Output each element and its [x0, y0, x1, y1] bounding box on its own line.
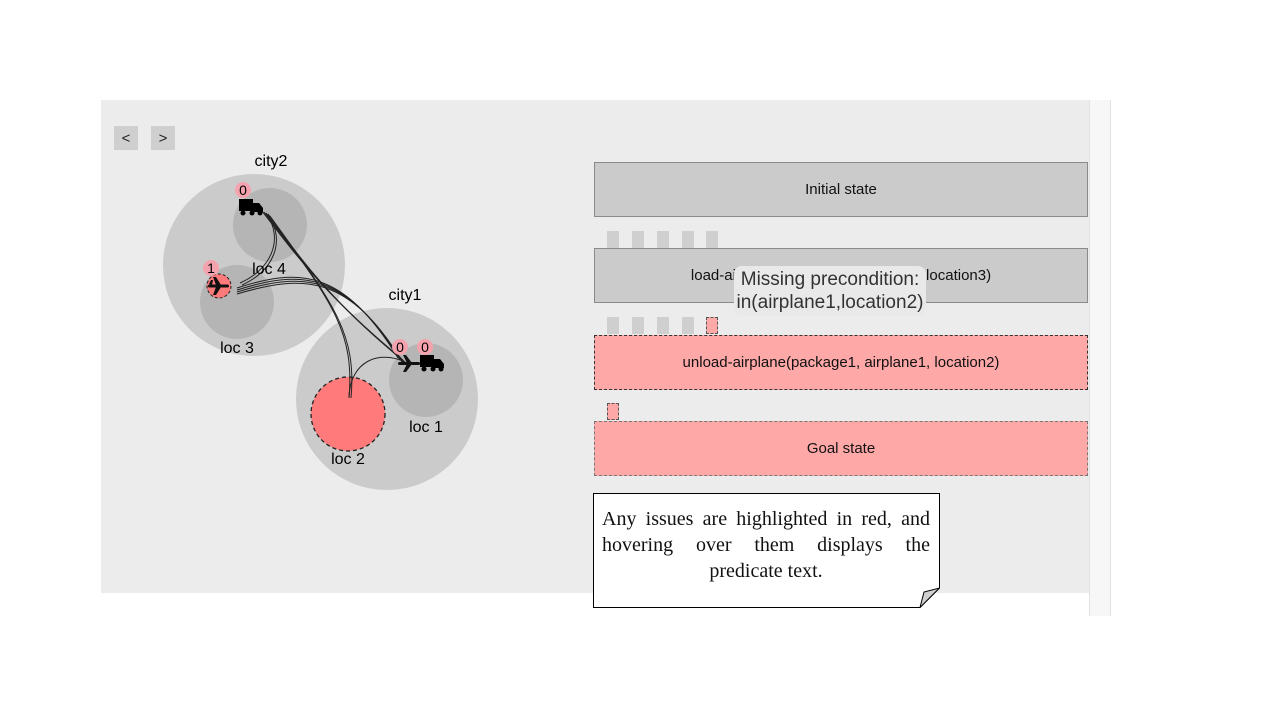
- count-badge: [417, 339, 433, 355]
- initial-state-box[interactable]: Initial state: [594, 162, 1088, 217]
- airplane-icon: [398, 355, 420, 372]
- location-label: loc 3: [220, 340, 254, 357]
- movement-paths: [236, 210, 408, 399]
- location-label: loc 1: [409, 419, 443, 436]
- truck-icon: [420, 355, 444, 372]
- state-label: Initial state: [805, 181, 877, 198]
- missing-predicate-connector[interactable]: [607, 403, 619, 420]
- count-truck-loc4: 0: [239, 182, 247, 198]
- count-badge: [235, 182, 251, 198]
- count-badge: [392, 339, 408, 355]
- annotation-note: [593, 493, 940, 608]
- predicate-connector[interactable]: [607, 317, 619, 334]
- predicate-connector[interactable]: [657, 231, 669, 248]
- count-airplane-loc3: 1: [207, 260, 215, 276]
- predicate-connector[interactable]: [706, 231, 718, 248]
- city-label: city1: [389, 287, 422, 304]
- page-curl-icon: [919, 587, 940, 608]
- count-airplane-loc1: 0: [396, 339, 404, 355]
- count-truck-loc1: 0: [421, 339, 429, 355]
- predicate-connector[interactable]: [632, 231, 644, 248]
- predicate-connector[interactable]: [607, 231, 619, 248]
- precondition-tooltip: Missing precondition: in(airplane1,locat…: [734, 266, 926, 316]
- truck-icon: [239, 199, 263, 216]
- count-badge: [203, 260, 219, 276]
- predicate-connector[interactable]: [632, 317, 644, 334]
- goal-state-box[interactable]: Goal state: [594, 421, 1088, 476]
- missing-predicate-connector[interactable]: [706, 317, 718, 334]
- state-label: unload-airplane(package1, airplane1, loc…: [682, 354, 1000, 371]
- previous-step-button[interactable]: <: [114, 126, 138, 150]
- predicate-connector[interactable]: [682, 317, 694, 334]
- annotation-text: Any issues are highlighted in red, and h…: [602, 508, 930, 582]
- tooltip-predicate: in(airplane1,location2): [736, 292, 924, 313]
- location-label: loc 2: [331, 451, 365, 468]
- predicate-connector[interactable]: [657, 317, 669, 334]
- next-step-button[interactable]: >: [151, 126, 175, 150]
- state-label: Goal state: [806, 440, 876, 457]
- vertical-scrollbar[interactable]: [1089, 100, 1111, 616]
- location-label: loc 4: [252, 261, 286, 278]
- tooltip-title: Missing precondition:: [740, 269, 920, 290]
- location-loc2-error[interactable]: [310, 376, 386, 452]
- city-label: city2: [255, 153, 288, 170]
- predicate-connector[interactable]: [682, 231, 694, 248]
- action-unload-airplane-box[interactable]: unload-airplane(package1, airplane1, loc…: [594, 335, 1088, 390]
- airplane-icon: [208, 277, 229, 295]
